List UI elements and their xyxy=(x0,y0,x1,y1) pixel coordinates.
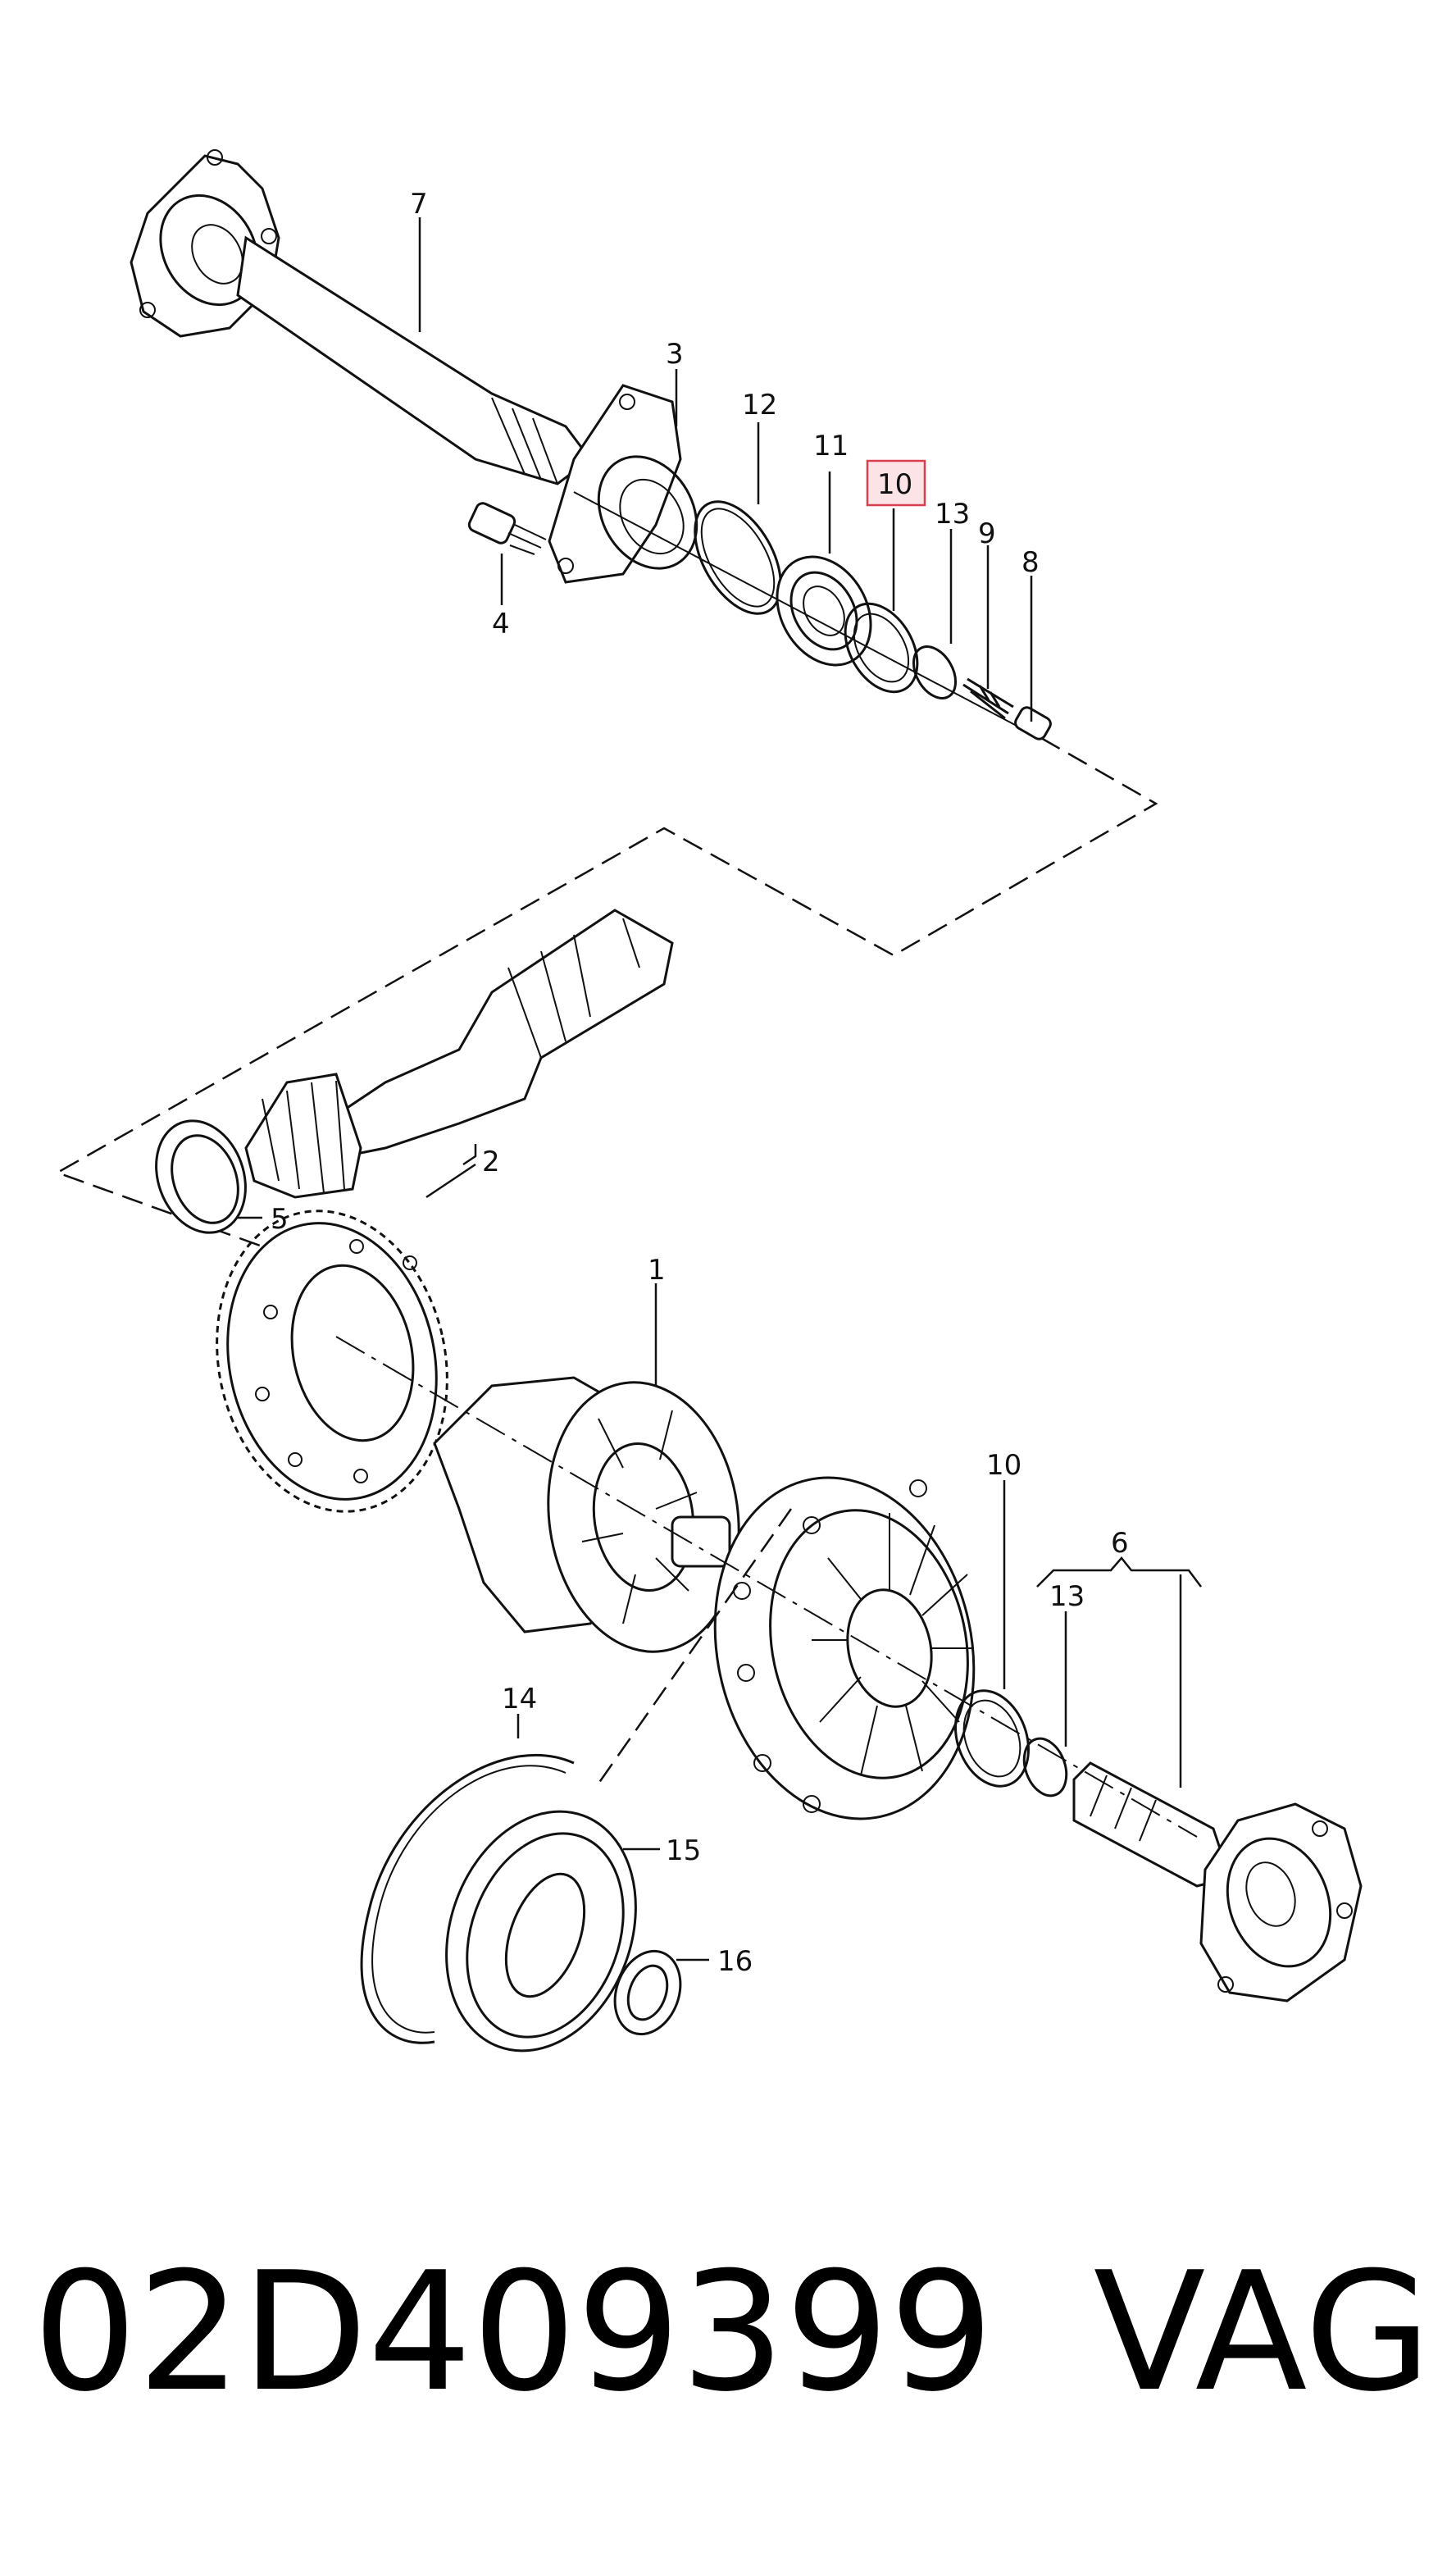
highlight-box xyxy=(866,459,926,507)
part-10-shim-lower xyxy=(954,1689,1030,1788)
crown-ring-gear xyxy=(216,1210,448,1513)
callout-6[interactable]: 6 xyxy=(1111,1527,1129,1560)
brand-label: VAG xyxy=(1093,2237,1431,2428)
callout-10-highlighted[interactable]: 10 xyxy=(877,468,912,501)
differential-cover xyxy=(713,1476,976,1820)
callout-16[interactable]: 16 xyxy=(717,1945,753,1978)
callout-10-lower[interactable]: 10 xyxy=(986,1449,1021,1482)
part-9-spring xyxy=(962,677,1014,720)
callout-2[interactable]: 2 xyxy=(482,1146,500,1178)
callout-7[interactable]: 7 xyxy=(410,188,428,221)
part-3-bearing-flange xyxy=(548,384,698,584)
part-10-shim-upper xyxy=(844,602,919,694)
part-13-circlip-lower xyxy=(1022,1737,1068,1797)
part-15-seal-carrier xyxy=(445,1810,637,2053)
callout-15[interactable]: 15 xyxy=(666,1834,701,1867)
callout-1[interactable]: 1 xyxy=(648,1254,666,1287)
part-14-large-o-ring xyxy=(360,1753,575,2044)
callout-14[interactable]: 14 xyxy=(502,1683,537,1715)
part-2-pinion-shaft xyxy=(244,909,674,1199)
callout-13-lower[interactable]: 13 xyxy=(1049,1580,1085,1613)
part-1-differential-housing xyxy=(433,1376,740,1653)
callout-9[interactable]: 9 xyxy=(978,517,996,550)
part-number: 02D409399 xyxy=(33,2237,994,2428)
part-13-circlip-upper xyxy=(912,645,958,699)
dashed-link-upper xyxy=(55,736,1158,1248)
part-4-bolt xyxy=(467,502,547,555)
leader-lines xyxy=(238,217,1202,1961)
part-5-seal-ring xyxy=(155,1119,247,1234)
part-12-o-ring xyxy=(694,500,782,615)
callout-13-upper[interactable]: 13 xyxy=(935,498,970,531)
callout-12[interactable]: 12 xyxy=(742,389,777,421)
callout-5[interactable]: 5 xyxy=(271,1203,289,1236)
callout-4[interactable]: 4 xyxy=(492,608,510,640)
part-7-flange-shaft xyxy=(130,149,593,485)
part-8-plug xyxy=(1014,706,1052,740)
part-11-ball-bearing xyxy=(776,555,872,667)
callout-8[interactable]: 8 xyxy=(1021,546,1040,579)
part-16-small-seal xyxy=(613,1949,682,2036)
callout-11[interactable]: 11 xyxy=(813,430,849,462)
part-6-output-flange xyxy=(1072,1761,1363,2002)
callout-3[interactable]: 3 xyxy=(666,338,684,371)
